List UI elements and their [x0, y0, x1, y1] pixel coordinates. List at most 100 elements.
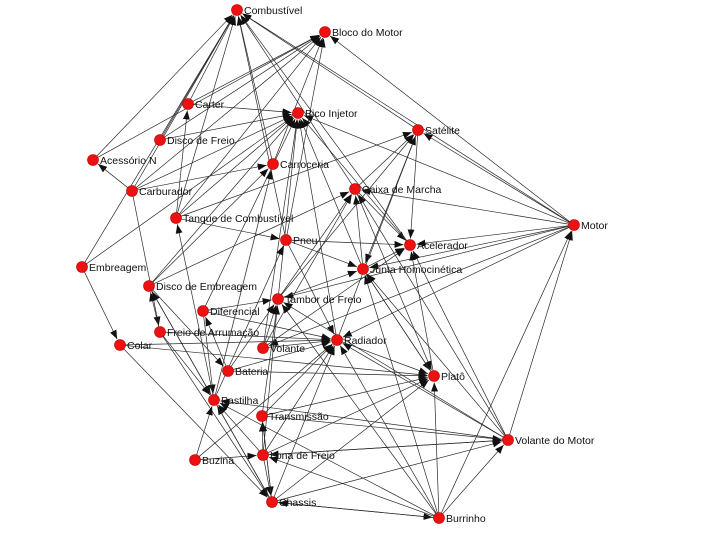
node-acelerador: Acelerador — [404, 239, 468, 252]
node-label-chassis: Chassis — [279, 497, 316, 509]
node-dot-combustivel — [231, 4, 243, 16]
edge-volante_motor-to-acelerador — [412, 250, 506, 436]
edge-freio_arrumacao-to-radiador — [165, 331, 331, 343]
node-label-acelerador: Acelerador — [417, 240, 468, 252]
node-dot-transmissao — [256, 410, 268, 422]
node-label-transmissao: Transmissão — [269, 411, 329, 423]
node-dot-bloco_motor — [319, 26, 331, 38]
node-lona: Lona de Freio — [257, 449, 335, 462]
node-bateria: Bateria — [222, 365, 268, 378]
node-dot-carter — [182, 98, 194, 110]
edge-volante_motor-to-radiador — [342, 342, 504, 438]
node-dot-bateria — [222, 365, 234, 377]
node-volante: Volante — [257, 342, 305, 355]
node-label-combustivel: Combustível — [244, 5, 302, 17]
node-tanque: Tanque de Combustível — [170, 212, 293, 225]
node-label-volante_motor: Volante do Motor — [515, 435, 595, 447]
edge-tambor-to-junta — [283, 270, 357, 298]
edge-tanque-to-pneu — [181, 218, 280, 241]
edge-volante-to-acelerador — [267, 248, 405, 346]
node-label-tanque: Tanque de Combustível — [183, 213, 293, 225]
edge-pastilha-to-carroceria — [214, 170, 273, 395]
edge-volante_motor-to-junta — [366, 273, 505, 437]
edge-motor-to-volante — [268, 226, 570, 346]
node-dot-volante — [257, 342, 269, 354]
node-dot-pneu — [280, 234, 292, 246]
node-dot-junta — [357, 263, 369, 275]
node-label-plato: Platô — [441, 371, 465, 383]
node-colar: Colar — [114, 339, 153, 352]
edge-lona-to-chassis — [263, 460, 273, 496]
edge-burrinho-to-plato — [431, 382, 440, 513]
node-chassis: Chassis — [266, 496, 316, 509]
edge-junta-to-caixa_marcha — [353, 195, 363, 264]
edge-tanque-to-bloco_motor — [179, 36, 322, 214]
edge-freio_arrumacao-to-chassis — [162, 336, 269, 497]
edge-junta-to-bico_injetor — [300, 118, 362, 265]
node-dot-freio_arrumacao — [154, 326, 166, 338]
edge-pneu-to-junta — [291, 241, 358, 268]
edge-tambor-to-bico_injetor — [278, 119, 300, 294]
edge-volante-to-bico_injetor — [263, 119, 300, 343]
node-dot-buzina — [189, 454, 201, 466]
edge-disco_freio-to-bico_injetor — [165, 112, 292, 140]
node-buzina: Buzina — [189, 454, 234, 467]
edge-volante-to-radiador — [268, 338, 331, 348]
edge-volante_motor-to-motor — [509, 231, 573, 435]
node-dot-lona — [257, 449, 269, 461]
node-dot-plato — [428, 370, 440, 382]
node-burrinho: Burrinho — [433, 512, 486, 525]
edge-disco_embreagem-to-carroceria — [152, 168, 269, 283]
node-dot-diferencial — [197, 305, 209, 317]
node-disco_embreagem: Disco de Embreagem — [143, 280, 257, 293]
edge-acelerador-to-bico_injetor — [301, 117, 407, 242]
edge-transmissao-to-tambor — [262, 305, 280, 411]
node-label-carburador: Carburador — [139, 186, 193, 198]
edge-caixa_marcha-to-combustivel — [240, 15, 353, 185]
edge-burrinho-to-tambor — [281, 304, 437, 514]
node-dot-acelerador — [404, 239, 416, 251]
node-combustivel: Combustível — [231, 4, 302, 17]
node-dot-satelite — [412, 124, 424, 136]
edge-layer — [84, 13, 573, 521]
edge-tanque-to-combustivel — [177, 16, 236, 213]
edge-transmissao-to-volante_motor — [267, 416, 502, 442]
node-transmissao: Transmissão — [256, 410, 329, 423]
edge-bateria-to-tambor — [230, 304, 275, 367]
edge-tanque-to-carter — [176, 110, 190, 213]
edge-buzina-to-radiador — [198, 343, 333, 457]
edge-tanque-to-bico_injetor — [179, 116, 294, 215]
edge-burrinho-to-volante_motor — [442, 444, 504, 515]
edge-satelite-to-combustivel — [242, 13, 414, 128]
node-dot-radiador — [331, 334, 343, 346]
edge-carter-to-bico_injetor — [193, 104, 292, 116]
edge-lona-to-volante_motor — [268, 437, 502, 456]
node-label-satelite: Satélite — [425, 125, 460, 137]
edge-acelerador-to-combustivel — [240, 15, 408, 241]
node-dot-embreagem — [76, 261, 88, 273]
edge-caixa_marcha-to-acelerador — [358, 192, 406, 241]
edge-diferencial-to-tambor — [208, 297, 272, 311]
edge-buzina-to-pastilha — [196, 406, 213, 455]
edge-carburador-to-bico_injetor — [136, 115, 293, 189]
node-dot-colar — [114, 339, 126, 351]
node-label-acessorio: Acessório N — [100, 155, 157, 167]
edge-motor-to-radiador — [342, 227, 570, 338]
edge-chassis-to-plato — [276, 379, 430, 499]
node-label-carter: Carter — [195, 99, 225, 111]
edge-pneu-to-combustivel — [236, 16, 286, 235]
edge-freio_arrumacao-to-pastilha — [163, 336, 211, 396]
node-carter: Carter — [182, 98, 225, 111]
node-label-colar: Colar — [127, 340, 153, 352]
edge-burrinho-to-lona — [269, 456, 434, 517]
node-dot-volante_motor — [502, 434, 514, 446]
edge-lona-to-transmissao — [258, 422, 266, 450]
node-tambor: Tambor de Freio — [272, 293, 362, 306]
edge-carburador-to-freio_arrumacao — [132, 196, 161, 326]
node-carroceria: Carroceria — [267, 158, 329, 171]
edge-carburador-to-carroceria — [137, 163, 267, 191]
node-label-tambor: Tambor de Freio — [285, 294, 362, 306]
node-bloco_motor: Bloco do Motor — [319, 26, 403, 39]
